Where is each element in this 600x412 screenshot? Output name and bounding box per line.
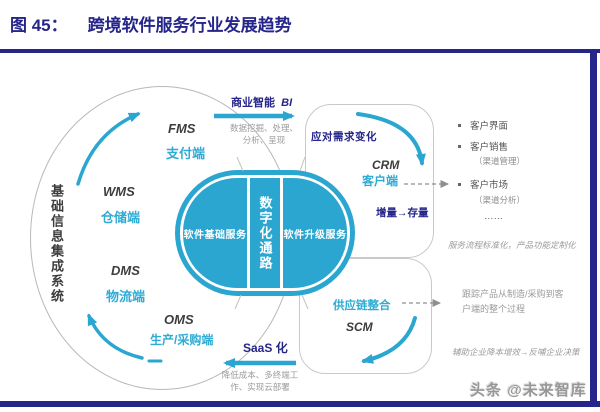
list-item-ellipsis: …… xyxy=(484,211,503,222)
bi-abbr: BI xyxy=(281,97,293,109)
module-name-payment: 支付端 xyxy=(166,146,206,161)
module-abbr-fms: FMS xyxy=(168,121,196,136)
crm-target: 客户端 xyxy=(362,174,399,188)
bullet-icon xyxy=(458,123,461,127)
digital-core-inner: 软件基础服务 数字化通路 软件升级服务 xyxy=(180,175,350,291)
module-name-production: 生产/采购端 xyxy=(150,333,214,347)
right-border xyxy=(590,49,597,407)
scm-abbr: SCM xyxy=(346,320,373,334)
crm-trend: 增量→存量 xyxy=(376,207,429,219)
crm-abbr: CRM xyxy=(372,158,400,172)
saas-flow-label: SaaS 化 xyxy=(243,341,288,355)
list-item-sub: （渠道管理） xyxy=(474,156,526,166)
bottom-side-note: 辅助企业降本增效→反哺企业决策 xyxy=(452,347,580,357)
bi-flow-label: 商业智能 BI xyxy=(231,97,293,109)
figure-title: 跨境软件服务行业发展趋势 xyxy=(87,16,292,35)
list-item-sub: （渠道分析） xyxy=(474,195,526,205)
system-vertical-label: 基础信息集成系统 xyxy=(49,184,64,304)
crm-title: 应对需求变化 xyxy=(311,131,377,143)
crm-side-note: 服务流程标准化，产品功能定制化 xyxy=(448,240,576,250)
bullet-icon xyxy=(458,144,461,148)
bottom-border xyxy=(0,401,600,407)
figure-header: 图 45： 跨境软件服务行业发展趋势 xyxy=(10,11,292,36)
digital-channel-column: 数字化通路 xyxy=(250,178,280,288)
module-abbr-wms: WMS xyxy=(103,184,135,199)
title-rule xyxy=(0,49,600,53)
scm-title: 供应链整合 xyxy=(333,300,391,312)
core-upgrade-service: 软件升级服务 xyxy=(283,178,347,288)
saas-note: 降低成本、多终端工 作、实现云部署 xyxy=(221,370,299,393)
bi-note: 数据挖掘、处理、 分析、呈现 xyxy=(229,123,298,146)
bullet-icon xyxy=(458,182,461,186)
module-name-logistics: 物流端 xyxy=(106,289,146,304)
module-abbr-dms: DMS xyxy=(111,263,140,278)
scm-side-note: 跟踪产品从制造/采购到客 户端的整个过程 xyxy=(462,289,564,314)
digital-core-pill: 软件基础服务 数字化通路 软件升级服务 xyxy=(175,170,355,296)
list-item: 客户销售 xyxy=(458,139,508,153)
module-abbr-oms: OMS xyxy=(164,312,194,327)
watermark: 头条 @未来智库 xyxy=(470,382,587,399)
module-name-warehouse: 仓储端 xyxy=(101,210,141,225)
figure-label: 图 45： xyxy=(10,16,68,35)
list-item: 客户界面 xyxy=(458,118,508,132)
core-basic-service: 软件基础服务 xyxy=(183,178,247,288)
list-item: 客户市场 xyxy=(458,177,508,191)
